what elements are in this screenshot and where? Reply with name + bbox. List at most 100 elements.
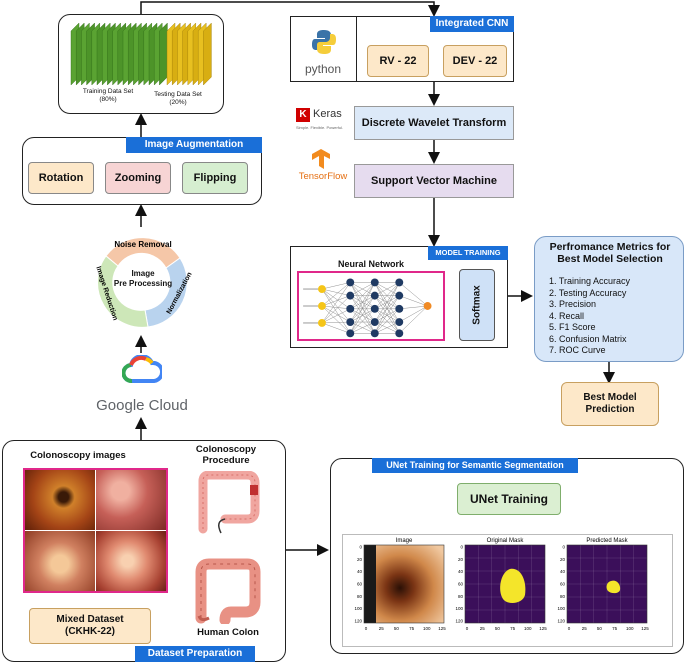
image-augmentation-title: Image Augmentation — [126, 137, 262, 153]
svm-step: Support Vector Machine — [354, 164, 514, 198]
y-tick-label: 100 — [557, 606, 565, 611]
nn-edge — [374, 282, 400, 334]
panel-image-frame — [363, 544, 445, 624]
nn-edge — [350, 295, 375, 334]
nn-node — [370, 318, 379, 326]
test-split-label: Testing Data Set (20%) — [137, 91, 219, 107]
model-rv22: RV - 22 — [367, 45, 429, 77]
dataset-preparation-box: Colonoscopy images Colonoscopy Procedure… — [2, 440, 286, 662]
mixed-dataset-label: Mixed Dataset (CKHK-22) — [56, 614, 124, 637]
nn-edge — [399, 305, 428, 323]
y-tick-label: 60 — [357, 582, 363, 587]
nn-edge — [374, 308, 400, 334]
colonoscopy-procedure-label: Colonoscopy Procedure — [195, 444, 257, 466]
nn-edge — [374, 282, 400, 309]
y-tick-label: 120 — [354, 619, 362, 624]
nn-node — [370, 278, 379, 287]
x-tick-label: 125 — [539, 626, 547, 631]
x-tick-label: 0 — [568, 626, 571, 631]
panel-predicted-mask-frame — [566, 544, 648, 624]
x-tick-label: 100 — [423, 626, 431, 631]
colonoscopy-image-grid — [23, 468, 168, 593]
y-tick-label: 100 — [354, 606, 362, 611]
panel-image-photo — [364, 545, 444, 623]
nn-node — [346, 278, 355, 287]
aug-zooming: Zooming — [105, 162, 171, 194]
model-training-title: MODEL TRAINING — [428, 246, 508, 260]
aug-flipping: Flipping — [182, 162, 248, 194]
nn-node — [346, 318, 355, 326]
best-model-label: Best Model Prediction — [583, 392, 637, 415]
metrics-title: Perfromance Metrics for Best Model Selec… — [549, 241, 671, 265]
y-tick-label: 40 — [560, 569, 566, 574]
x-tick-label: 50 — [495, 626, 501, 631]
mixed-dataset-box: Mixed Dataset (CKHK-22) — [29, 608, 151, 644]
nn-edge — [374, 282, 400, 296]
nn-node — [318, 285, 326, 293]
data-split-illustration — [70, 22, 212, 86]
x-tick-label: 125 — [438, 626, 446, 631]
y-tick-label: 0 — [460, 545, 463, 550]
nn-edge — [321, 322, 351, 334]
x-tick-label: 50 — [597, 626, 603, 631]
y-tick-label: 80 — [357, 594, 363, 599]
nn-edge — [350, 308, 375, 323]
nn-edge — [374, 321, 400, 334]
human-colon-illustration — [195, 558, 261, 624]
y-tick-label: 20 — [458, 557, 464, 562]
nn-edge — [321, 305, 351, 334]
aug-rotation: Rotation — [28, 162, 94, 194]
nn-edge — [350, 282, 375, 334]
segmentation-panels — [342, 534, 673, 647]
model-dev22: DEV - 22 — [443, 45, 507, 77]
nn-edge — [399, 305, 428, 334]
nn-edge — [321, 321, 351, 324]
panel-original-mask-frame — [464, 544, 546, 624]
x-tick-label: 50 — [394, 626, 400, 631]
nn-node — [346, 304, 355, 313]
train-slab — [159, 22, 168, 86]
nn-edge — [321, 288, 351, 334]
colonoscopy-images-title: Colonoscopy images — [30, 450, 126, 461]
neural-network-label: Neural Network — [337, 259, 405, 269]
y-tick-label: 60 — [458, 582, 464, 587]
nn-edge — [321, 305, 351, 310]
human-colon-label: Human Colon — [197, 627, 259, 638]
x-tick-label: 75 — [612, 626, 618, 631]
nn-node — [346, 291, 355, 300]
nn-edge — [399, 295, 428, 307]
dwt-step: Discrete Wavelet Transform — [354, 106, 514, 140]
y-tick-label: 20 — [357, 557, 363, 562]
nn-node — [395, 304, 404, 313]
keras-tagline: Simple. Flexible. Powerful. — [296, 125, 344, 130]
metric-item: 5. F1 Score — [549, 322, 596, 332]
neural-network-diagram — [297, 271, 445, 341]
training-data-box: Training Data Set (80%) Testing Data Set… — [58, 14, 224, 114]
nn-edge — [321, 288, 351, 323]
model-training-box: Neural Network Softmax — [290, 246, 508, 348]
y-tick-label: 40 — [458, 569, 464, 574]
nn-node — [423, 302, 432, 310]
colon-photo-4 — [96, 531, 166, 591]
keras-k-icon: K — [296, 108, 310, 122]
keras-logo: K Keras Simple. Flexible. Powerful. — [296, 108, 354, 134]
y-tick-label: 20 — [560, 557, 566, 562]
nn-edge — [350, 295, 375, 323]
preprocessing-center-label: Image Pre Processing — [113, 269, 173, 288]
nn-node — [370, 329, 379, 338]
performance-metrics-box: Perfromance Metrics for Best Model Selec… — [534, 236, 684, 362]
panel-predicted-mask-bg — [567, 545, 647, 623]
metric-item: 3. Precision — [549, 299, 597, 309]
x-tick-label: 75 — [409, 626, 415, 631]
python-icon — [312, 30, 336, 54]
nn-node — [346, 329, 355, 338]
nn-node — [370, 304, 379, 313]
y-tick-label: 120 — [557, 619, 565, 624]
keras-label: Keras — [313, 108, 342, 120]
unet-training-label: UNet Training — [469, 492, 548, 506]
python-label: python — [304, 62, 342, 76]
integrated-cnn-box: python RV - 22 DEV - 22 — [290, 16, 514, 82]
train-pct: (80%) — [99, 96, 117, 103]
train-split-label: Training Data Set (80%) — [63, 88, 153, 104]
